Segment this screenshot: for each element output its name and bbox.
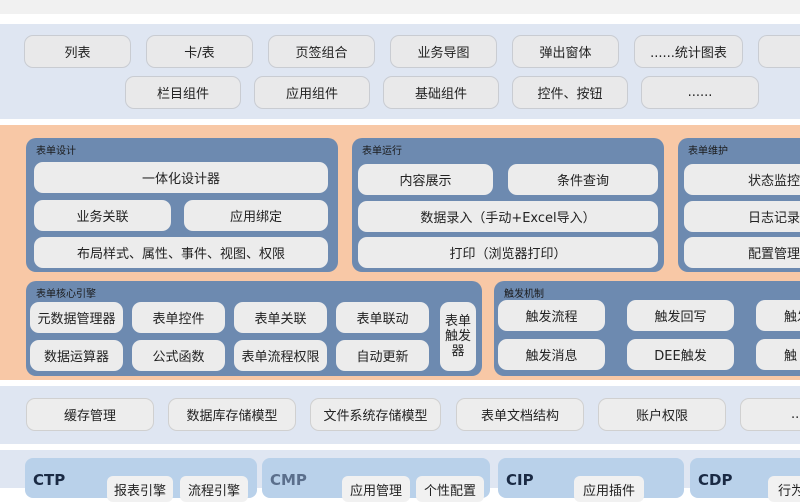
dee-trigger-box: DEE触发 [627,339,734,370]
ui-item-chart: ......统计图表 [634,35,743,68]
platform-cmp: CMP 应用管理 个性配置 [262,458,490,502]
platform-ctp-name: CTP [33,471,66,489]
business-link-box: 业务关联 [34,200,171,231]
ui-item-app-widget: 应用组件 [254,76,370,109]
form-linkage-box: 表单联动 [336,302,429,333]
flow-engine-box: 流程引擎 [180,476,248,502]
form-maint-panel: 表单维护 状态监控 日志记录 配置管理 [678,138,800,272]
top-strip [0,0,800,14]
form-run-panel: 表单运行 内容展示 条件查询 数据录入（手动+Excel导入） 打印（浏览器打印… [352,138,664,272]
report-engine-box: 报表引擎 [107,476,173,502]
platform-cmp-name: CMP [270,471,307,489]
ui-item-tab-group: 页签组合 [268,35,375,68]
auto-update-box: 自动更新 [336,340,429,371]
ui-layer-band: 列表 卡/表 页签组合 业务导图 弹出窗体 ......统计图表 栏目组件 应用… [0,24,800,119]
form-design-title: 表单设计 [36,146,76,157]
behavior-box: 行为 [768,476,800,502]
storage-more-box: ... [740,398,800,431]
content-display-box: 内容展示 [358,164,493,195]
layout-box: 布局样式、属性、事件、视图、权限 [34,237,328,268]
trigger-panel: 触发机制 触发流程 触发回写 触发 触发消息 DEE触发 触 [494,281,800,376]
formula-function-box: 公式函数 [132,340,225,371]
data-entry-box: 数据录入（手动+Excel导入） [358,201,658,232]
flow-permission-box: 表单流程权限 [234,340,327,371]
form-control-box: 表单控件 [132,302,225,333]
condition-query-box: 条件查询 [508,164,658,195]
trigger-writeback-box: 触发回写 [627,300,734,331]
config-manage-box: 配置管理 [684,237,800,268]
status-monitor-box: 状态监控 [684,164,800,195]
form-band: 表单设计 一体化设计器 业务关联 应用绑定 布局样式、属性、事件、视图、权限 表… [0,125,800,380]
platform-cip: CIP 应用插件 [498,458,684,502]
form-design-panel: 表单设计 一体化设计器 业务关联 应用绑定 布局样式、属性、事件、视图、权限 [26,138,338,272]
ui-item-business-map: 业务导图 [390,35,497,68]
doc-structure-box: 表单文档结构 [456,398,584,431]
storage-band: 缓存管理 数据库存储模型 文件系统存储模型 表单文档结构 账户权限 ... [0,386,800,444]
form-engine-title: 表单核心引擎 [36,289,96,300]
ui-item-column-widget: 栏目组件 [125,76,241,109]
platform-cdp-name: CDP [698,471,733,489]
db-storage-box: 数据库存储模型 [168,398,296,431]
app-binding-box: 应用绑定 [184,200,328,231]
platform-cip-name: CIP [506,471,534,489]
form-maint-title: 表单维护 [688,146,728,157]
platform-band: CTP 报表引擎 流程引擎 CMP 应用管理 个性配置 CIP 应用插件 CDP… [0,450,800,502]
fs-storage-box: 文件系统存储模型 [310,398,441,431]
top-divider [0,14,800,24]
log-record-box: 日志记录 [684,201,800,232]
trigger-title: 触发机制 [504,289,544,300]
ui-item-list: 列表 [24,35,131,68]
ui-item-card-table: 卡/表 [146,35,253,68]
form-trigger-box: 表单触发器 [440,302,476,371]
designer-box: 一体化设计器 [34,162,328,193]
account-permission-box: 账户权限 [598,398,726,431]
app-plugin-box: 应用插件 [574,476,644,502]
ui-item-cutoff [758,35,800,68]
trigger-message-box: 触发消息 [498,339,605,370]
app-manage-box: 应用管理 [342,476,410,502]
ui-item-base-widget: 基础组件 [383,76,499,109]
data-calculator-box: 数据运算器 [30,340,123,371]
ui-item-popup: 弹出窗体 [512,35,619,68]
trigger-cutoff-box-2: 触 [756,339,800,370]
trigger-flow-box: 触发流程 [498,300,605,331]
ui-item-controls: 控件、按钮 [512,76,628,109]
ui-item-more: ...... [641,76,759,109]
platform-ctp: CTP 报表引擎 流程引擎 [25,458,257,502]
trigger-cutoff-box: 触发 [756,300,800,331]
platform-cdp: CDP 行为 [690,458,800,502]
cache-manage-box: 缓存管理 [26,398,154,431]
print-box: 打印（浏览器打印） [358,237,658,268]
personal-config-box: 个性配置 [416,476,484,502]
form-engine-panel: 表单核心引擎 元数据管理器 表单控件 表单关联 表单联动 数据运算器 公式函数 … [26,281,482,376]
form-relation-box: 表单关联 [234,302,327,333]
form-run-title: 表单运行 [362,146,402,157]
metadata-manager-box: 元数据管理器 [30,302,123,333]
